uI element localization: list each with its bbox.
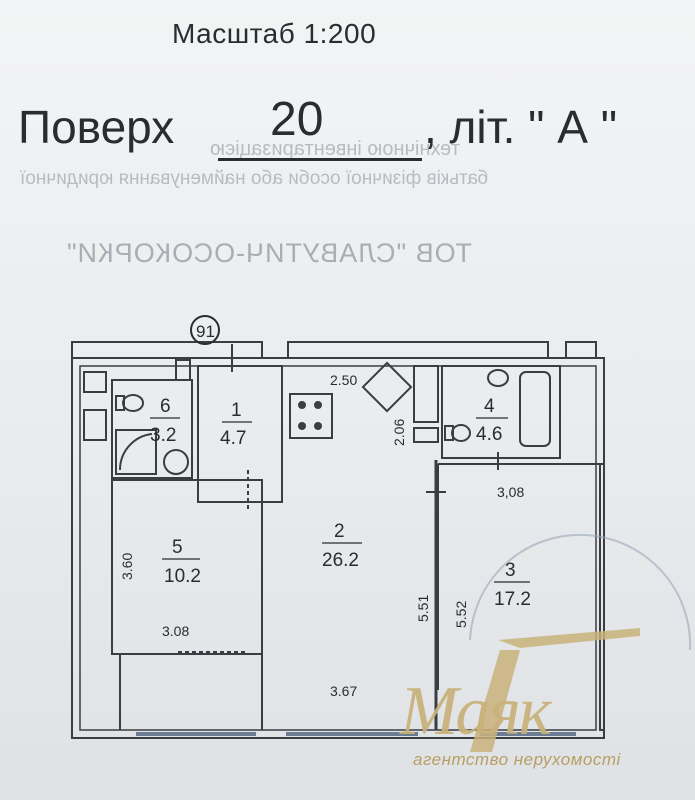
plan-marker-circle — [190, 315, 220, 345]
dimension-5-51: 5.51 — [415, 595, 431, 622]
room-1-walls — [197, 365, 283, 503]
room-3-area: 17.2 — [494, 589, 531, 610]
room-5-number: 5 — [172, 537, 183, 558]
stamp-arc — [469, 533, 692, 651]
dimension-2-06: 2.06 — [391, 419, 407, 446]
dimension-5-52: 5.52 — [453, 601, 469, 628]
dimension-3-67: 3.67 — [330, 683, 357, 699]
floor-underline — [218, 158, 422, 161]
room-5-area: 10.2 — [164, 566, 201, 587]
room-4-area: 4.6 — [476, 424, 502, 445]
plan-marker: 91 — [196, 322, 215, 341]
floor-label: Поверх — [18, 101, 175, 153]
room-6-number: 6 — [160, 396, 171, 417]
room-2-number: 2 — [334, 521, 345, 542]
scale-label: Масштаб 1:200 — [172, 18, 377, 49]
dimension-3-60: 3.60 — [119, 553, 135, 580]
room-2-area: 26.2 — [322, 550, 359, 571]
room-4-number: 4 — [484, 396, 495, 417]
dimension-3-08-top: 3,08 — [497, 484, 524, 500]
floor-number: 20 — [270, 93, 324, 146]
watermark-logo — [498, 628, 640, 648]
floor-heading: Поверх 20 — [18, 93, 323, 154]
room-1-number: 1 — [231, 400, 242, 421]
watermark-subtitle: агентство нерухомості — [413, 750, 621, 769]
room-6-area: 3.2 — [150, 425, 176, 446]
room-3-number: 3 — [505, 560, 516, 581]
dimension-3-08-bottom: 3.08 — [162, 623, 189, 639]
room-1-area: 4.7 — [220, 428, 246, 449]
room-4-walls — [441, 365, 561, 459]
watermark-name: Маяк — [400, 673, 552, 750]
room-5-walls — [111, 479, 263, 655]
letter-label: , літ. " А " — [424, 101, 618, 153]
room-6-walls — [111, 379, 193, 479]
dimension-2-50: 2.50 — [330, 372, 357, 388]
